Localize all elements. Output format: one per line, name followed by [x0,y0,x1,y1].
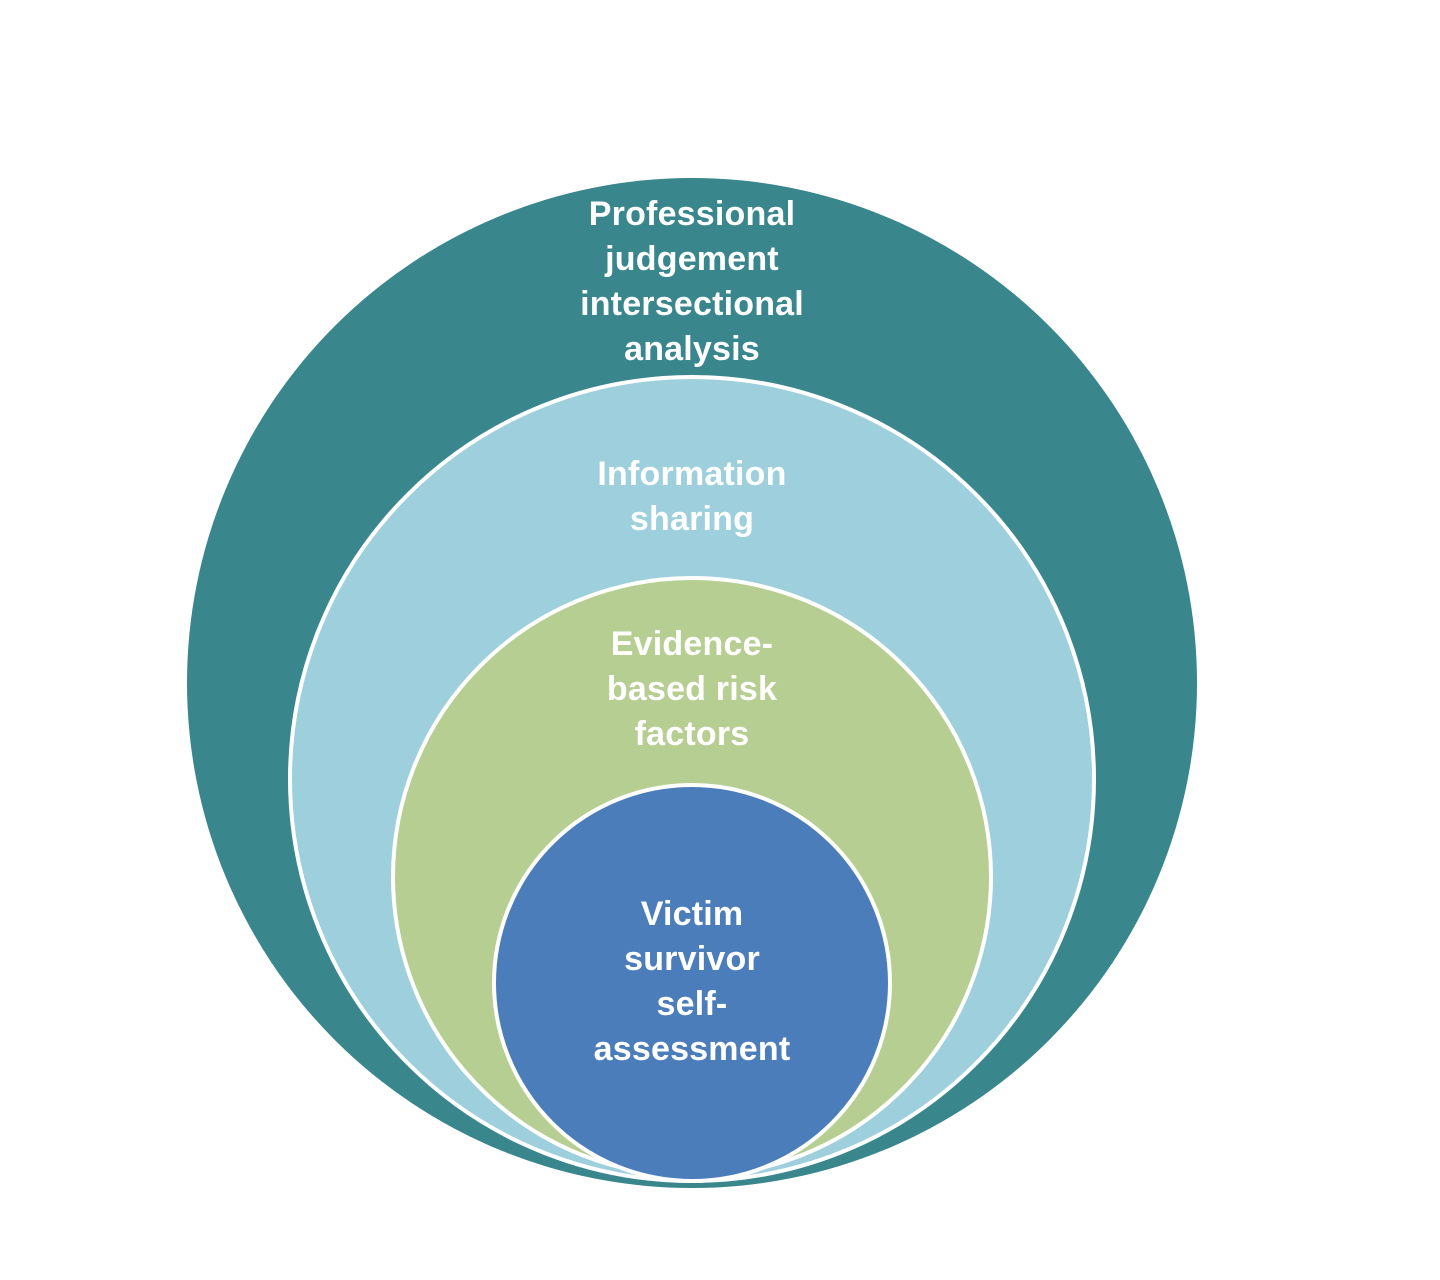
ring-label-victim-survivor-self-assessment: Victim survivor self- assessment [593,895,791,1068]
ring-victim-survivor-self-assessment [492,783,892,1183]
ring-label-professional-judgement: Professional judgement intersectional an… [580,195,804,368]
ring-label-evidence-based-risk-factors: Evidence- based risk factors [606,625,778,753]
ring-label-information-sharing: Information sharing [597,455,787,538]
